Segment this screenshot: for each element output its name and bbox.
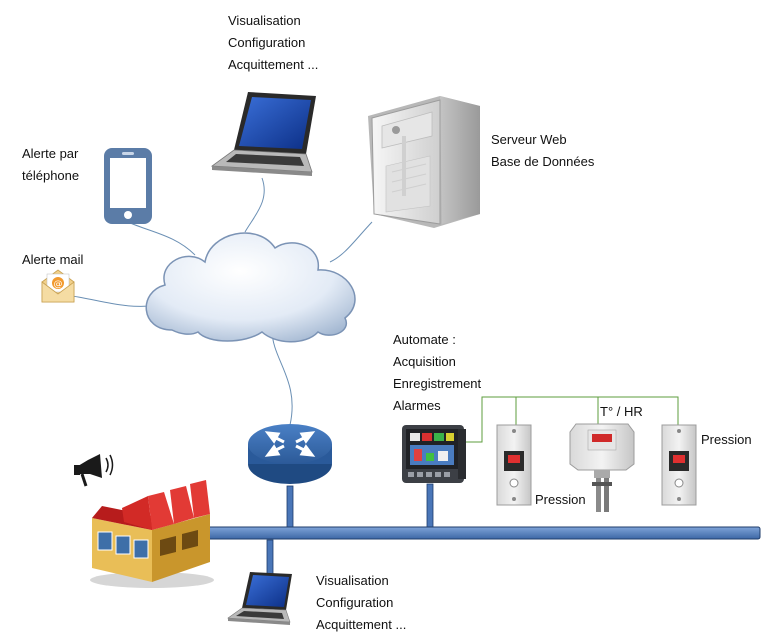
plc-line-3: Enregistrement <box>393 376 482 391</box>
server-line-1: Serveur Web <box>491 132 567 147</box>
plc-line-2: Acquisition <box>393 354 456 369</box>
envelope-icon: @ <box>41 269 75 303</box>
pressure-left-text: Pression <box>535 492 586 507</box>
plc-line-4: Alarmes <box>393 398 441 413</box>
phone-alert-line-2: téléphone <box>22 168 80 183</box>
siren-icon <box>74 454 114 487</box>
smartphone-icon <box>104 148 152 224</box>
laptop-top-line-1: Visualisation <box>228 13 301 28</box>
laptop-bottom-label: Visualisation Configuration Acquittement… <box>316 570 406 636</box>
server-line-2: Base de Données <box>491 154 595 169</box>
plc-touchscreen-icon <box>402 425 466 483</box>
svg-text:@: @ <box>54 280 63 290</box>
sensor-lines <box>466 396 679 443</box>
plc-drop <box>426 483 434 529</box>
pressure-transmitter-icon <box>496 424 532 506</box>
mail-alert-text: Alerte mail <box>22 252 84 267</box>
laptop-bottom-line-2: Configuration <box>316 595 394 610</box>
laptop-cloud-link <box>244 177 265 233</box>
router-drop <box>286 485 294 529</box>
phone-alert-line-1: Alerte par <box>22 146 79 161</box>
router-icon <box>248 424 332 484</box>
plc-line-1: Automate : <box>393 332 456 347</box>
laptop-icon <box>210 92 316 176</box>
temperature-humidity-transmitter-icon <box>569 423 635 512</box>
server-label: Serveur Web Base de Données <box>491 129 594 173</box>
laptop-top-label: Visualisation Configuration Acquittement… <box>228 10 318 76</box>
pressure-right-label: Pression <box>701 429 752 451</box>
laptop-bottom-line-1: Visualisation <box>316 573 389 588</box>
pressure-transmitter-icon <box>661 424 697 506</box>
phone-cloud-link <box>127 221 196 256</box>
laptop-top-line-2: Configuration <box>228 35 306 50</box>
laptop-bottom-line-3: Acquittement ... <box>316 617 407 632</box>
factory-icon <box>90 480 214 588</box>
pressure-right-text: Pression <box>701 432 752 447</box>
phone-alert-label: Alerte par téléphone <box>22 143 79 187</box>
pressure-left-label: Pression <box>535 489 586 511</box>
network-bus <box>207 526 761 540</box>
thr-text: T° / HR <box>600 404 643 419</box>
mail-alert-label: Alerte mail <box>22 249 83 271</box>
laptop-bottom-drop <box>266 539 274 577</box>
laptop-top-line-3: Acquittement ... <box>228 57 319 72</box>
thr-label: T° / HR <box>600 401 643 423</box>
cloud-router-link <box>271 329 293 426</box>
server-cloud-link <box>329 221 373 263</box>
tower-server-icon <box>368 96 480 228</box>
plc-label: Automate : Acquisition Enregistrement Al… <box>393 329 481 417</box>
laptop-icon <box>227 572 292 625</box>
network-cloud-icon <box>145 232 356 343</box>
